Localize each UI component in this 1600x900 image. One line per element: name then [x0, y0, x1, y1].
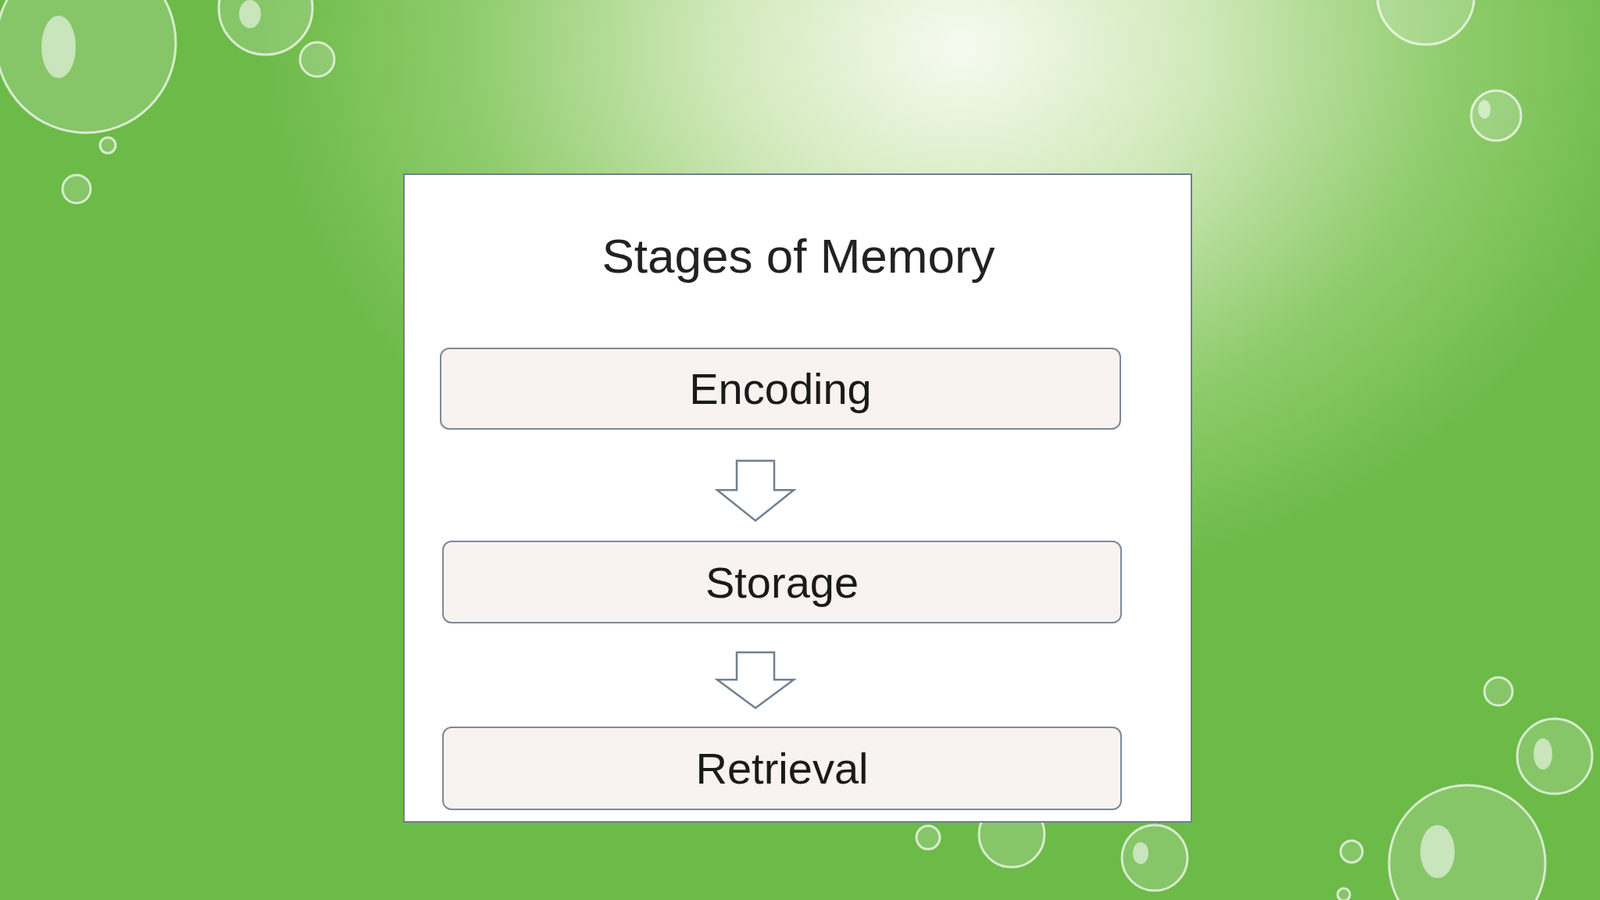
block-arrow [717, 460, 794, 522]
stage-label: Encoding [689, 363, 872, 415]
stage-box: Retrieval [442, 726, 1122, 811]
stage-box: Storage [442, 540, 1122, 624]
stage-box: Encoding [439, 347, 1122, 430]
block-arrow [717, 652, 794, 708]
stage-label: Retrieval [696, 742, 869, 794]
diagram-title: Stages of Memory [601, 228, 995, 284]
stage-label: Storage [705, 557, 859, 608]
